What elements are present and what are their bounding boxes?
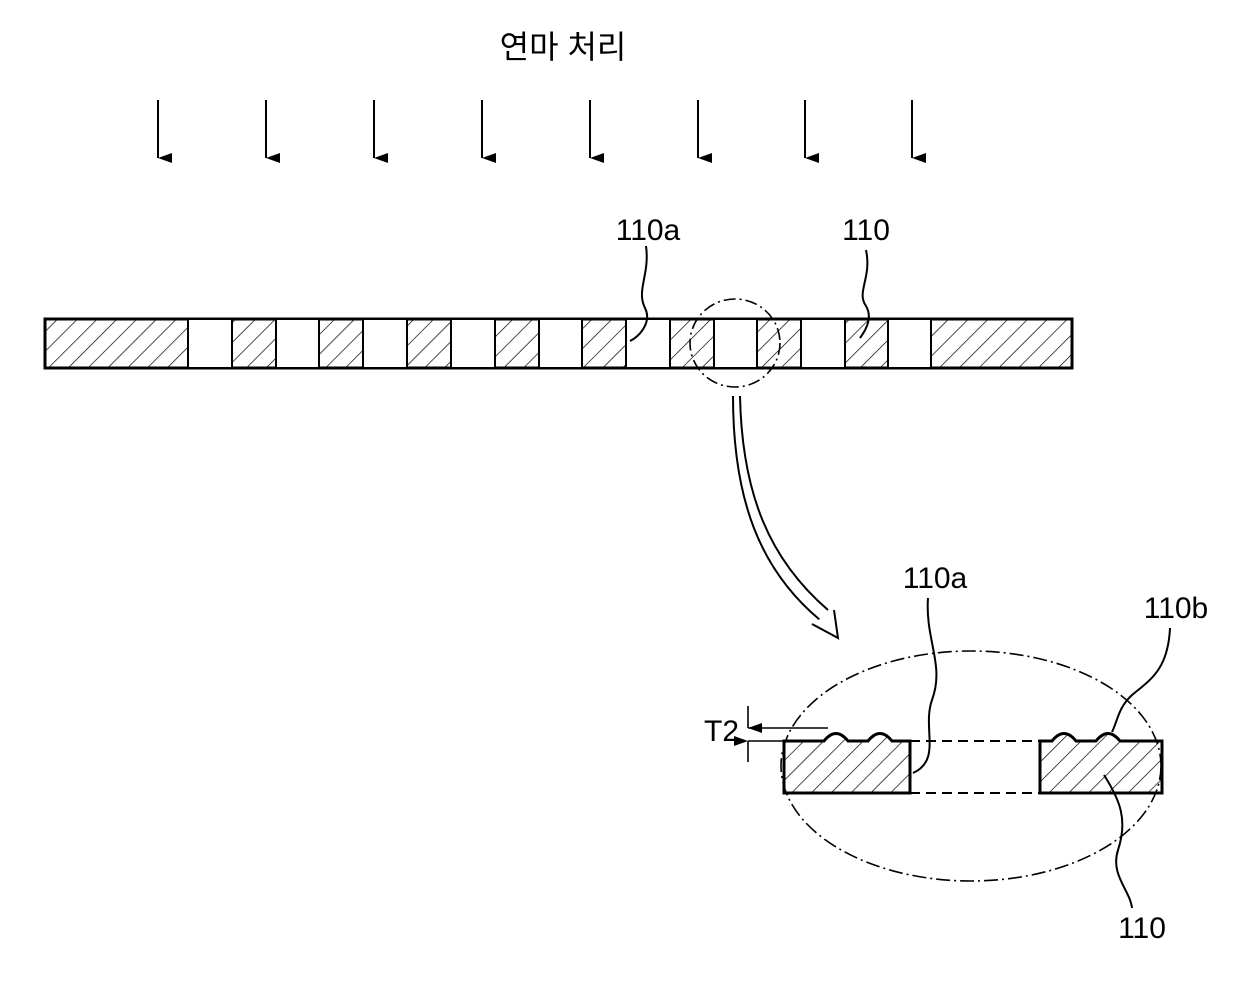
- opening-segment: [539, 319, 582, 368]
- zoom-left-block: [784, 734, 910, 794]
- process-arrows: [158, 100, 912, 158]
- mask-segment: [45, 319, 188, 368]
- label-110b-zoom: 110b: [1144, 592, 1209, 625]
- mask-segment: [495, 319, 539, 368]
- label-t2: T2: [704, 715, 739, 748]
- label-110-top: 110: [842, 214, 890, 247]
- opening-segment: [801, 319, 845, 368]
- label-110a-zoom: 110a: [903, 562, 968, 595]
- leader-110a-zoom: [913, 598, 936, 773]
- opening-segment: [451, 319, 495, 368]
- leader-110-zoom: [1104, 775, 1132, 908]
- magnify-arrow: [733, 396, 838, 638]
- mask-segment: [670, 319, 714, 368]
- opening-segment: [626, 319, 670, 368]
- zoom-right-block: [1040, 734, 1162, 794]
- label-110-zoom: 110: [1118, 912, 1166, 945]
- mask-segments: [45, 319, 1072, 368]
- label-110a-top: 110a: [616, 214, 681, 247]
- process-title: 연마 처리: [500, 29, 627, 65]
- mask-segment: [931, 319, 1072, 368]
- opening-segment: [188, 319, 232, 368]
- opening-segment: [888, 319, 931, 368]
- opening-segment: [714, 319, 757, 368]
- mask-segment: [319, 319, 363, 368]
- mask-segment: [407, 319, 451, 368]
- mask-segment: [582, 319, 626, 368]
- leader-110b-zoom: [1112, 628, 1170, 732]
- opening-segment: [276, 319, 319, 368]
- mask-segment: [757, 319, 801, 368]
- mask-segment: [232, 319, 276, 368]
- opening-segment: [363, 319, 407, 368]
- mask-strip: [45, 319, 1072, 368]
